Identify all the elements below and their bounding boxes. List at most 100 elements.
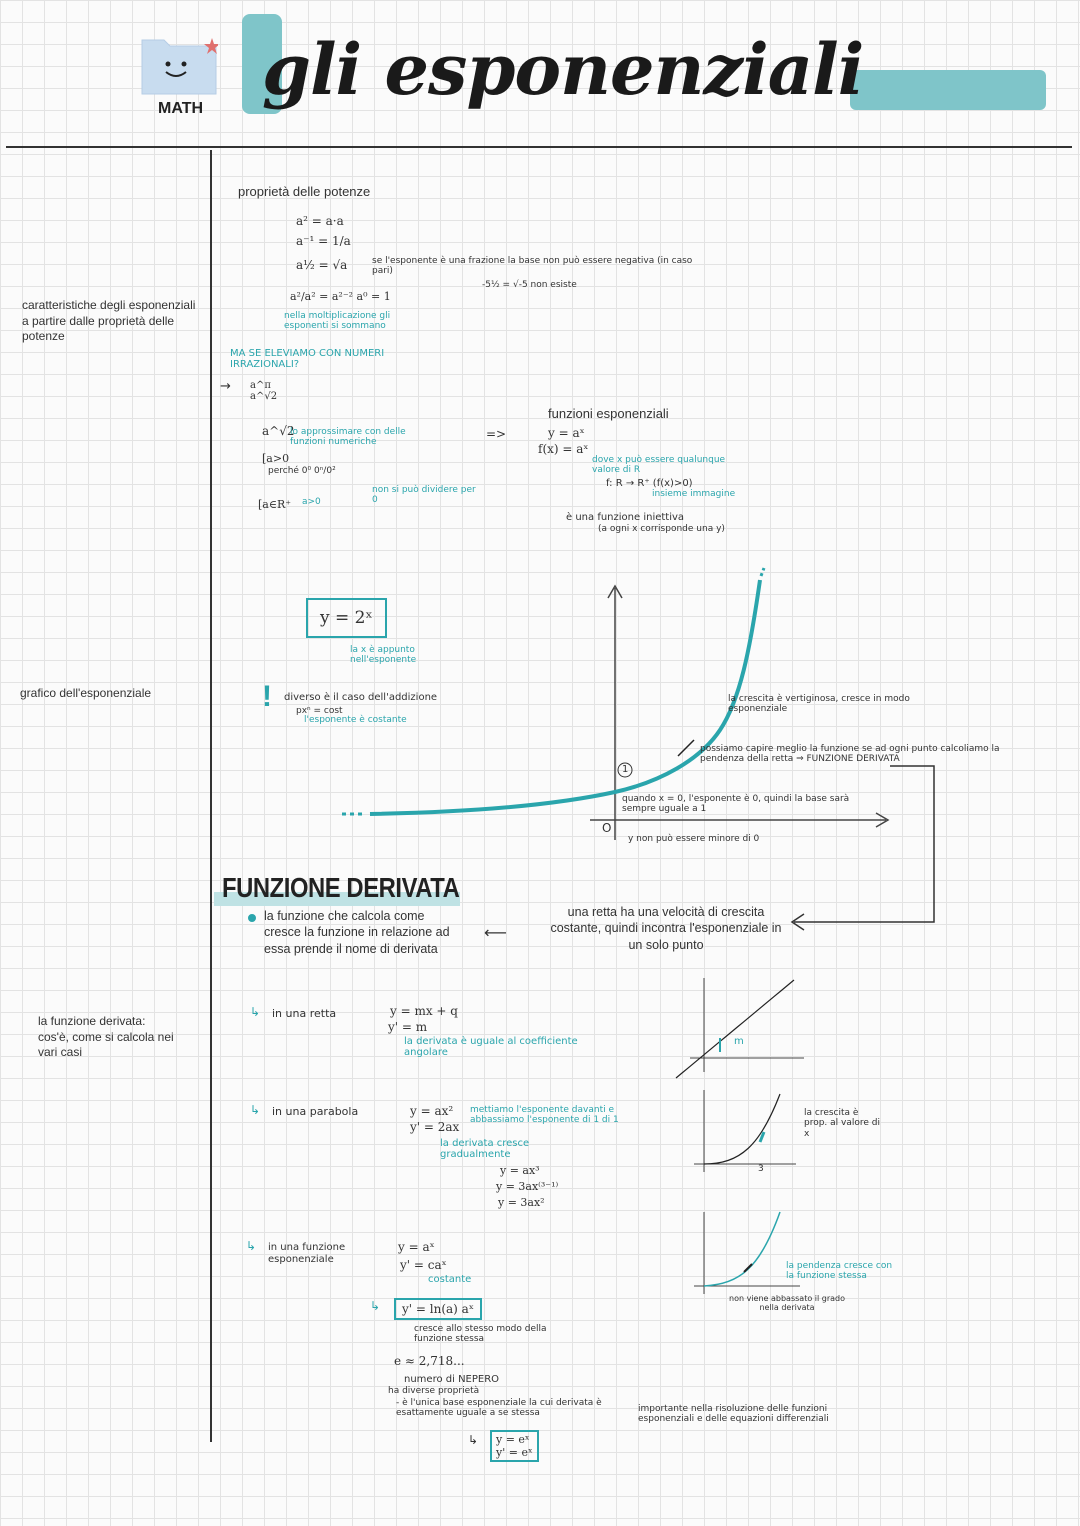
y-positive-note: y non può essere minore di 0 [628,834,760,844]
case2-note-2: la derivata cresce gradualmente [440,1138,530,1160]
property-3-note: se l'esponente è una frazione la base no… [372,256,693,277]
property-4-note: nella moltiplicazione gli esponenti si s… [284,311,391,331]
warning-text-2: pxⁿ = cost [296,706,343,716]
exp-note-2: f: R → R⁺ (f(x)>0) [606,478,693,489]
case3-graph-note-2: non viene abbassato il grado nella deriv… [729,1294,845,1313]
arrow-icon: → [220,379,231,394]
warning-text: diverso è il caso dell'addizione [284,692,438,703]
sidebar-note-properties: caratteristiche degli esponenziali a par… [22,298,196,344]
condition-1-note: perché 0⁰ 0ⁿ/0² [268,466,336,476]
property-3-example: -5½ = √-5 non esiste [482,280,577,290]
header: MATH gli esponenziali [0,0,1080,150]
exp-note-3: è una funzione iniettiva [566,512,685,523]
header-divider [6,146,1072,148]
x-axis-arrow [875,812,890,828]
point-one-label: 1 [622,764,629,775]
e-box-function: y = eˣ [496,1433,530,1446]
case2-arrow: ↳ [250,1103,261,1117]
e-important-note: importante nella risoluzione delle funzi… [638,1404,829,1425]
connector-arrow [790,765,935,931]
exp-note-2b: insieme immagine [652,489,736,499]
case2-derivative: y' = 2ax [410,1120,460,1134]
case3-label: in una funzione esponenziale [268,1242,346,1265]
exp-function-1: y = aˣ [548,426,585,440]
derivata-heading: FUNZIONE DERIVATA [222,872,460,903]
case3-costante: costante [428,1274,472,1285]
condition-1-sub: non si può dividere per 0 [372,485,476,505]
derivata-definition: la funzione che calcola come cresce la f… [264,909,450,956]
e-box-derivative: y' = eˣ [496,1446,533,1459]
e-value: e ≈ 2,718... [394,1354,465,1368]
case2-function: y = ax² [410,1104,454,1118]
x0-note: quando x = 0, l'esponente è 0, quindi la… [622,794,850,815]
line-graph [675,978,804,1079]
folder-icon [140,34,220,96]
case1-derivative: y' = m [388,1020,428,1034]
condition-2-note: a>0 [302,497,321,507]
e-box: y = eˣ y' = eˣ [490,1430,539,1462]
derivata-heading-highlight [214,892,460,906]
case3-function: y = aˣ [398,1240,435,1254]
case2-note: mettiamo l'esponente davanti e abbassiam… [470,1105,619,1125]
y-axis-arrow [607,584,623,599]
exp-note-1: dove x può essere qualunque valore di R [592,455,726,475]
irrational-expr: a^π a^√2 [250,380,278,402]
parabola-tick: 3 [758,1164,764,1174]
tangent-line [677,739,695,757]
definition-arrow: ⟵ [484,923,507,942]
point-one-marker [617,762,633,778]
case2-example-2: y = 3ax⁽³⁻¹⁾ [496,1180,559,1193]
page-title: gli esponenziali [262,28,864,111]
case1-note: la derivata è uguale al coefficiente ang… [404,1036,578,1058]
condition-1: [a>0 [262,452,290,465]
nepero-label: numero di NEPERO [404,1374,500,1385]
case2-label: in una parabola [272,1105,359,1118]
case3-box: y' = ln(a) aˣ [394,1298,482,1320]
case2-example-1: y = ax³ [500,1164,540,1177]
case3-note: cresce allo stesso modo della funzione s… [414,1324,547,1345]
parabola-graph [694,1090,796,1172]
case3-derivative: y' = caˣ [400,1258,447,1272]
tangent-note: possiamo capire meglio la funzione se ad… [700,744,1000,765]
exp-note-3b: (a ogni x corrisponde una y) [598,524,725,534]
e-property-1: - è l'unica base esponenziale la cui der… [396,1398,602,1419]
approx-note: lo approssimare con delle funzioni numer… [290,427,406,447]
property-4: a²/a² = a²⁻² a⁰ = 1 [290,290,391,303]
condition-2: [a∈R⁺ [258,498,292,511]
retta-note: una retta ha una velocità di crescita co… [550,905,782,952]
case3-arrow: ↳ [246,1239,257,1253]
case1-label: in una retta [272,1007,337,1020]
curve-dash-top [759,567,766,577]
case1-arrow: ↳ [250,1005,261,1019]
sidebar-note-derivata: la funzione derivata: cos'è, come si cal… [38,1014,174,1060]
irrational-question: MA SE ELEVIAMO CON NUMERI IRRAZIONALI? [230,348,385,370]
graph-formula: y = 2ˣ [306,598,387,638]
origin-label: O [602,821,612,835]
parabola-note: la crescita è prop. al valore di x [804,1108,880,1139]
title-marker-left [242,14,282,114]
property-1: a² = a·a [296,214,344,228]
warning-text-3: l'esponente è costante [304,715,407,725]
case1-m-label: m [734,1036,744,1047]
case1-function: y = mx + q [390,1004,458,1018]
case3-graph-note: la pendenza cresce con la funzione stess… [786,1261,893,1281]
icon-label: MATH [158,100,204,117]
graph-formula-note: la x è appunto nell'esponente [350,645,417,665]
case3-box-arrow: ↳ [370,1299,381,1313]
growth-note: la crescita è vertiginosa, cresce in mod… [728,694,910,715]
property-3: a½ = √a [296,258,348,272]
exp-function-2: f(x) = aˣ [538,442,589,456]
case2-example-3: y = 3ax² [498,1196,545,1209]
e-properties-label: ha diverse proprietà [388,1386,480,1396]
approx-expr: a^√2 [262,424,295,438]
exp-functions-heading: funzioni esponenziali [548,406,669,421]
margin-line [210,150,212,1442]
e-box-arrow: ↳ [468,1433,479,1447]
property-2: a⁻¹ = 1/a [296,234,351,248]
warning-icon: ! [262,680,272,713]
sidebar-note-graph: grafico dell'esponenziale [20,686,152,700]
title-marker-right [850,70,1046,110]
exponential-graph [342,567,890,840]
derivata-bullet [248,914,256,922]
properties-heading: proprietà delle potenze [238,184,371,199]
